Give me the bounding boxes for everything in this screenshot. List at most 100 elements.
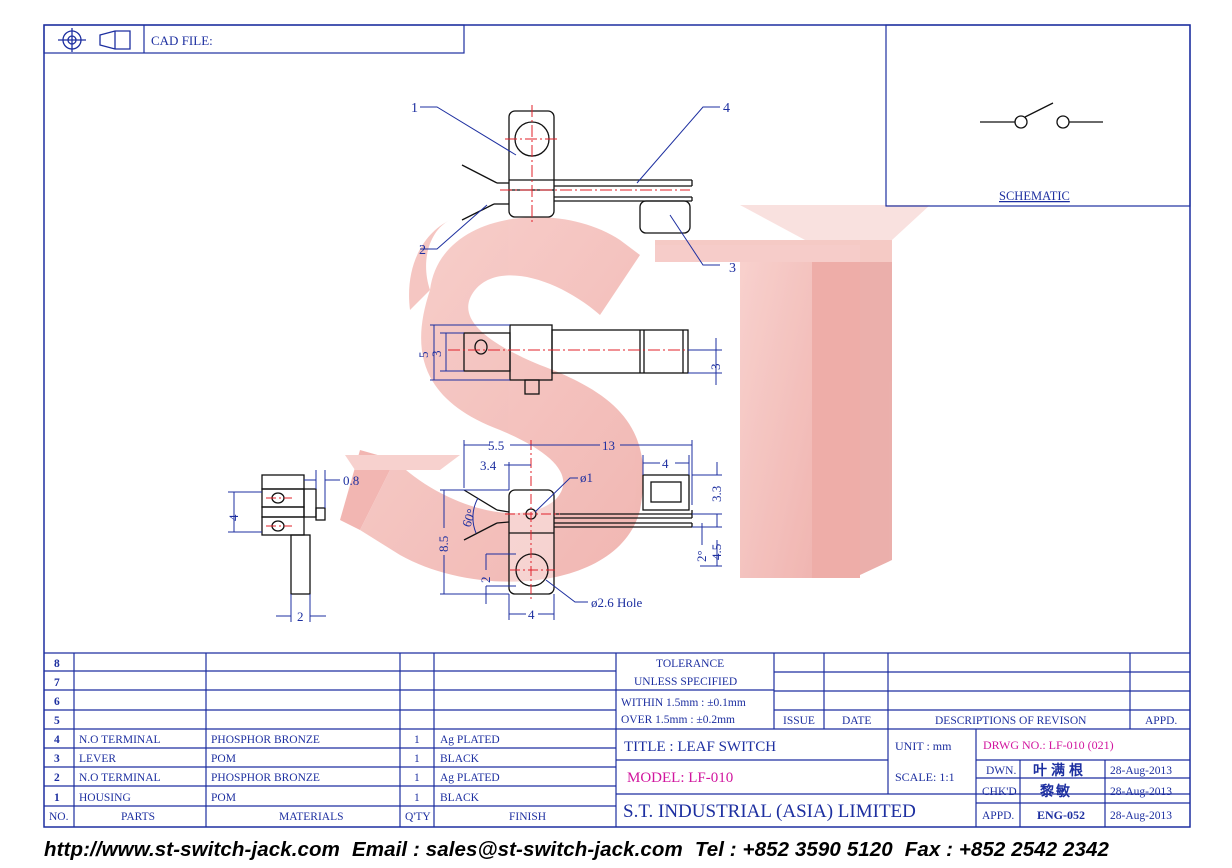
header-materials: MATERIALS xyxy=(279,811,344,823)
side-view-centerline xyxy=(266,497,292,527)
chkd-name: 黎敏 xyxy=(1040,783,1072,800)
dim-60-deg: 60° xyxy=(459,507,479,529)
dim-4-top: 4 xyxy=(662,456,669,471)
tolerance-line1: TOLERANCE xyxy=(656,658,724,670)
dim-3-4: 3.4 xyxy=(480,458,497,473)
row-no: 5 xyxy=(54,715,60,727)
dim-3-3: 3.3 xyxy=(709,486,724,502)
row-no: 1 xyxy=(54,792,60,804)
tolerance-line4: OVER 1.5mm : ±0.2mm xyxy=(621,714,735,726)
middle-view-dimensions xyxy=(430,324,722,385)
callout-3: 3 xyxy=(729,261,736,276)
top-view xyxy=(461,110,693,234)
header-qty: Q'TY xyxy=(405,811,431,823)
unit-label: UNIT : mm xyxy=(895,739,952,753)
top-view-callouts xyxy=(420,106,720,266)
header-finish: FINISH xyxy=(509,811,546,823)
callout-2: 2 xyxy=(419,243,426,258)
revision-issue: ISSUE xyxy=(783,715,815,727)
front-view-dimensions xyxy=(440,440,722,620)
dim-5: 5 xyxy=(416,352,431,359)
row-qty: 1 xyxy=(414,772,420,784)
dim-2-bottom: 2 xyxy=(478,577,493,584)
top-view-centerlines xyxy=(500,105,690,222)
dwn-date: 28-Aug-2013 xyxy=(1110,765,1172,777)
dim-4-5: 4.5 xyxy=(709,544,724,560)
dim-13: 13 xyxy=(602,438,615,453)
title-block-grid xyxy=(44,652,1190,827)
dim-hole: ø2.6 Hole xyxy=(591,595,643,610)
row-no: 4 xyxy=(54,734,60,746)
dwn-name: 叶满根 xyxy=(1033,762,1087,779)
row-material: PHOSPHOR BRONZE xyxy=(211,772,320,784)
phone-text: Tel : +852 3590 5120 xyxy=(694,838,893,861)
revision-descriptions: DESCRIPTIONS OF REVISON xyxy=(935,715,1087,727)
dim-3-right: 3 xyxy=(708,364,723,371)
dim-phi1: ø1 xyxy=(580,470,593,485)
tolerance-line2: UNLESS SPECIFIED xyxy=(634,676,737,688)
front-view-centerlines xyxy=(505,440,560,600)
row-material: PHOSPHOR BRONZE xyxy=(211,734,320,746)
row-qty: 1 xyxy=(414,792,420,804)
dim-3-left: 3 xyxy=(429,351,444,358)
email-link[interactable]: Email : sales@st-switch-jack.com xyxy=(352,838,683,861)
chkd-label: CHK'D xyxy=(982,786,1017,798)
row-no: 7 xyxy=(54,677,60,689)
drawing-number: DRWG NO.: LF-010 (021) xyxy=(983,738,1114,752)
dim-0-8: 0.8 xyxy=(343,473,359,488)
switch-schematic-symbol xyxy=(980,102,1103,129)
side-view-dimensions xyxy=(228,470,340,622)
row-material: POM xyxy=(211,792,236,804)
dim-2-deg: 2° xyxy=(694,550,709,562)
row-qty: 1 xyxy=(414,734,420,746)
appd-name: ENG-052 xyxy=(1037,808,1085,822)
model-text: MODEL: LF-010 xyxy=(627,770,733,786)
row-no: 6 xyxy=(54,696,60,708)
appd-date: 28-Aug-2013 xyxy=(1110,810,1172,822)
header-no: NO. xyxy=(49,811,69,823)
dwn-label: DWN. xyxy=(986,765,1016,777)
chkd-date: 28-Aug-2013 xyxy=(1110,786,1172,798)
cad-file-label: CAD FILE: xyxy=(151,33,213,48)
dim-4-side: 4 xyxy=(226,514,241,521)
company-name: S.T. INDUSTRIAL (ASIA) LIMITED xyxy=(623,801,916,822)
dim-2-side: 2 xyxy=(297,609,304,624)
dim-5-5: 5.5 xyxy=(488,438,504,453)
title-block: TITLE : LEAF SWITCH MODEL: LF-010 S.T. I… xyxy=(623,738,1172,822)
row-finish: Ag PLATED xyxy=(440,772,500,784)
st-watermark-logo xyxy=(340,205,930,582)
callout-1: 1 xyxy=(411,101,418,116)
revision-headers: ISSUE DATE DESCRIPTIONS OF REVISON APPD. xyxy=(783,715,1177,727)
row-part: N.O TERMINAL xyxy=(79,734,161,746)
website-link[interactable]: http://www.st-switch-jack.com xyxy=(44,838,341,861)
side-view xyxy=(261,474,326,595)
row-part: N.O TERMINAL xyxy=(79,772,161,784)
row-part: LEVER xyxy=(79,753,116,765)
row-material: POM xyxy=(211,753,236,765)
sheet-frame xyxy=(43,24,1191,828)
scale-label: SCALE: 1:1 xyxy=(895,770,955,784)
appd-label: APPD. xyxy=(982,810,1014,822)
callout-4: 4 xyxy=(723,101,730,116)
dim-4-bottom: 4 xyxy=(528,607,535,622)
revision-date: DATE xyxy=(842,715,871,727)
row-no: 2 xyxy=(54,772,60,784)
revision-appd: APPD. xyxy=(1145,715,1177,727)
middle-view xyxy=(463,324,689,395)
contact-footer: http://www.st-switch-jack.com Email : sal… xyxy=(44,838,1224,866)
row-no: 3 xyxy=(54,753,60,765)
row-finish: Ag PLATED xyxy=(440,734,500,746)
schematic-label: SCHEMATIC xyxy=(999,189,1070,203)
third-angle-projection-icon xyxy=(58,28,131,52)
row-no: 8 xyxy=(54,658,60,670)
row-finish: BLACK xyxy=(440,753,480,765)
front-view xyxy=(463,474,693,595)
title-text: TITLE : LEAF SWITCH xyxy=(624,739,776,755)
parts-table: 8 7 6 5 4 N.O TERMINAL PHOSPHOR BRONZE 1… xyxy=(49,658,546,823)
header-parts: PARTS xyxy=(121,811,155,823)
tolerance-line3: WITHIN 1.5mm : ±0.1mm xyxy=(621,697,746,709)
fax-text: Fax : +852 2542 2342 xyxy=(904,838,1110,861)
row-part: HOUSING xyxy=(79,792,131,804)
tolerance-block: TOLERANCE UNLESS SPECIFIED WITHIN 1.5mm … xyxy=(621,658,746,726)
